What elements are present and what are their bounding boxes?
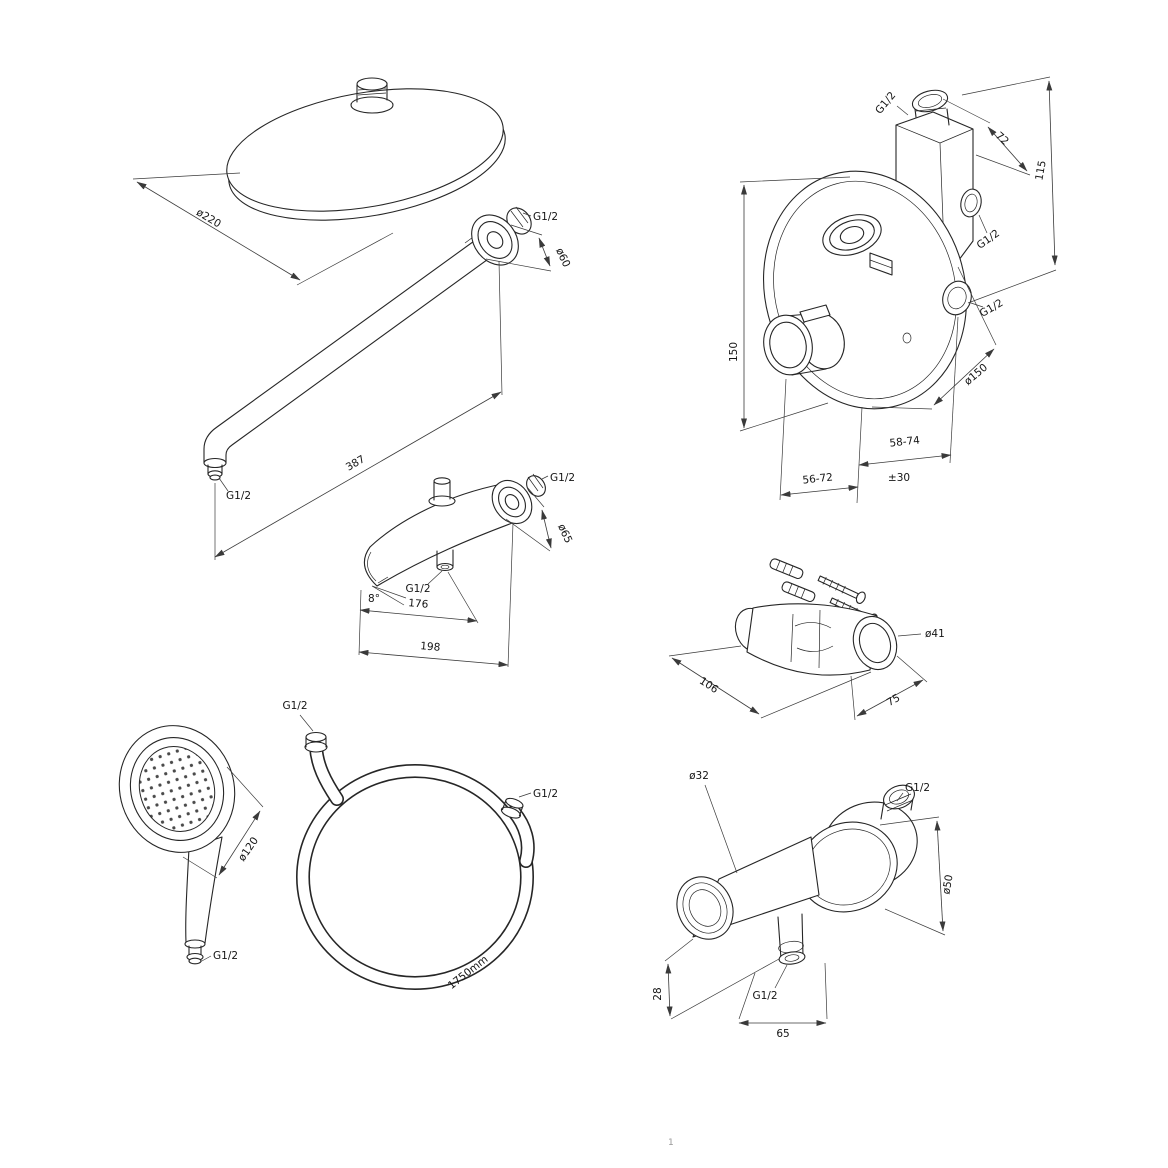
shower-head-disc — [226, 77, 506, 221]
shower-bracket-drawing: ø41 106 75 — [668, 558, 945, 721]
valve-cartridge — [822, 214, 893, 276]
label-hand-shower-thread: G1/2 — [213, 950, 238, 962]
label-elbow-wall-thread: G1/2 — [905, 782, 930, 794]
label-outlet-thread: G1/2 — [752, 990, 777, 1002]
label-arm-wall-thread: G1/2 — [533, 211, 558, 223]
valve-top-port — [911, 89, 950, 126]
label-body-depth: 72 — [993, 130, 1011, 148]
shower-arm — [203, 206, 532, 481]
label-install-depth-left: 56-72 — [802, 471, 834, 486]
label-bracket-depth: 75 — [885, 692, 903, 709]
hand-shower-drawing: G1/2 ø120 — [118, 725, 264, 965]
label-install-depth-right: 58-74 — [889, 434, 921, 449]
spout-body — [363, 473, 546, 587]
valve-right-port — [960, 188, 982, 218]
wall-anchor — [769, 558, 804, 580]
wall-anchor — [781, 581, 816, 603]
outlet-elbow-drawing: ø32 G1/2 ø50 28 G1/2 65 — [652, 770, 956, 1040]
label-hose-wall-end-thread: G1/2 — [282, 700, 307, 712]
dim-body-height: 115 — [961, 76, 1058, 304]
label-body-height: 115 — [1033, 160, 1048, 182]
label-top-port-thread: G1/2 — [873, 90, 898, 117]
diverter-knob — [428, 477, 456, 507]
spout-flange — [491, 479, 533, 525]
hose-fitting-wall-end — [304, 731, 328, 753]
dim-spout-angle: 8° — [368, 585, 407, 606]
bracket-body — [734, 603, 898, 676]
hand-shower-handle — [184, 836, 223, 965]
valve-handle-stem — [763, 304, 845, 376]
arm-flange — [471, 214, 519, 266]
hose-coil — [296, 740, 535, 990]
label-length-176: 176 — [408, 597, 429, 611]
elbow-wall-nipple — [880, 784, 915, 820]
spout-bottom-outlet — [436, 549, 454, 572]
label-spout-angle: 8° — [368, 593, 380, 605]
dim-bracket-depth: 75 — [850, 655, 928, 721]
head-inlet-nipple — [350, 77, 394, 114]
label-hose-shower-end-thread: G1/2 — [533, 788, 558, 800]
dim-outlet-height: 28 — [652, 938, 780, 1020]
label-swivel-range: ±30 — [888, 472, 910, 484]
label-spout-wall-thread: G1/2 — [550, 472, 575, 484]
hand-shower-head — [118, 725, 236, 853]
label-diverter-thread: G1/2 — [405, 583, 430, 595]
rain-shower-head-drawing: ø220 387 ø60 G1/2 G1/2 — [132, 77, 572, 560]
hose-fitting-shower-end — [500, 797, 524, 819]
sheet-marker: 1 — [668, 1138, 674, 1148]
label-right-port-thread: G1/2 — [975, 227, 1002, 251]
mixer-valve-drawing: G1/2 G1/2 G1/2 72 115 150 ø150 56-72 — [728, 76, 1058, 504]
label-head-diameter: ø220 — [194, 206, 223, 230]
dim-elbow-flange-diameter: ø50 — [879, 816, 956, 936]
label-elbow-flange-diameter: ø50 — [940, 874, 955, 896]
elbow-holder-cup — [676, 836, 820, 940]
bath-spout-drawing: 8° G1/2 176 198 ø65 G1/2 — [358, 472, 575, 668]
dim-length-176: 176 — [358, 571, 479, 656]
label-bore-diameter: ø41 — [925, 628, 945, 640]
label-outlet-height: 28 — [652, 987, 664, 1000]
label-spout-flange-diameter: ø65 — [555, 522, 574, 545]
dim-install-depth-right: 58-74 — [858, 316, 959, 467]
label-bracket-length: 106 — [697, 675, 721, 696]
label-plate-height: 150 — [728, 342, 740, 362]
dim-elbow-width: 65 — [738, 962, 828, 1040]
label-arm-flange-diameter: ø60 — [553, 246, 572, 269]
label-elbow-width: 65 — [776, 1028, 789, 1040]
label-holder-diameter: ø32 — [689, 770, 709, 782]
shower-hose-drawing: G1/2 G1/2 1750mm — [282, 700, 558, 992]
spout-wall-nipple — [526, 473, 546, 497]
label-arm-outlet-thread: G1/2 — [226, 490, 251, 502]
screw — [817, 575, 866, 604]
dim-length-198: 198 — [358, 522, 514, 668]
elbow-outlet-nipple — [777, 913, 806, 965]
label-length-198: 198 — [420, 640, 441, 654]
